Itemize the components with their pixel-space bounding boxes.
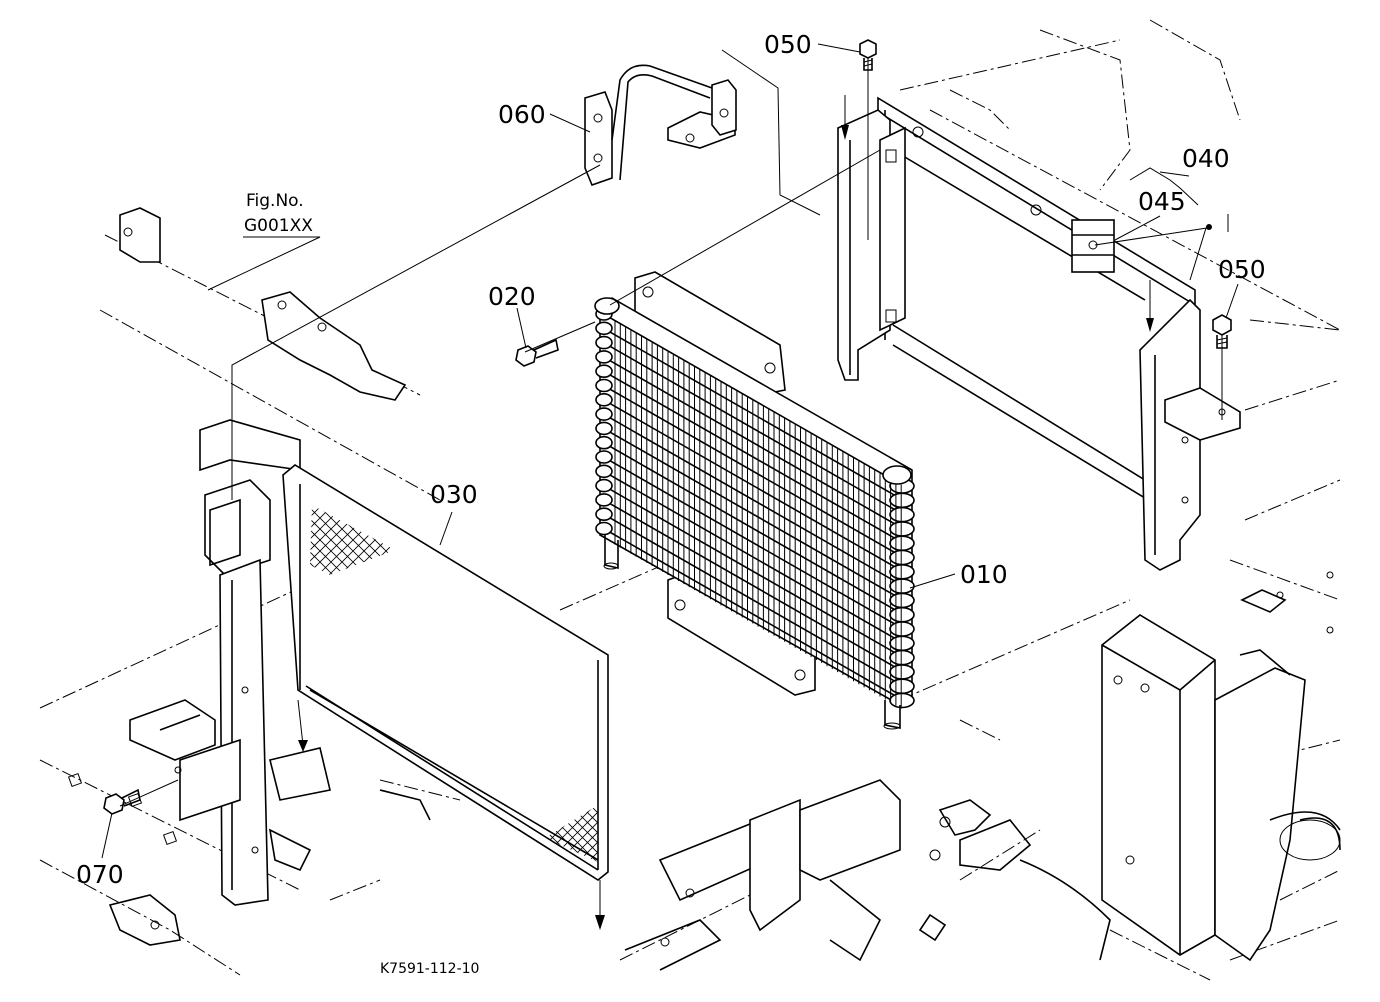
cooler-fins <box>595 307 915 709</box>
part-040-cooler-frame <box>837 96 1241 571</box>
label-part-070: 070 <box>76 860 124 889</box>
bolt-050-top <box>859 39 877 71</box>
figure-reference-code: G001XX <box>244 216 313 236</box>
label-part-040: 040 <box>1182 144 1230 173</box>
clip-045 <box>1206 224 1212 230</box>
assembly-lines <box>119 49 1229 930</box>
label-part-050-top: 050 <box>764 30 812 59</box>
drawing-number: K7591-112-10 <box>380 961 479 977</box>
label-part-010: 010 <box>960 560 1008 589</box>
lower-left-frame <box>67 699 431 946</box>
part-010-oil-cooler <box>594 271 915 730</box>
bolt-070 <box>103 788 141 815</box>
label-part-060: 060 <box>498 100 546 129</box>
left-top-bracket <box>119 207 407 401</box>
part-030-screen <box>282 464 609 881</box>
label-part-020: 020 <box>488 282 536 311</box>
figure-reference-caption: Fig.No. <box>246 191 304 211</box>
part-labels: 050 060 040 045 050 020 030 010 070 Fig.… <box>76 30 1266 977</box>
callout-leaders <box>101 43 1239 859</box>
right-lower-frame <box>624 571 1341 971</box>
left-frame-post <box>199 419 301 906</box>
bolt-050-right <box>1212 314 1232 349</box>
screw-020 <box>515 338 559 367</box>
label-part-050-right: 050 <box>1218 255 1266 284</box>
part-060-pipe-bracket <box>584 64 737 187</box>
label-part-030: 030 <box>430 480 478 509</box>
label-part-045: 045 <box>1138 187 1186 216</box>
